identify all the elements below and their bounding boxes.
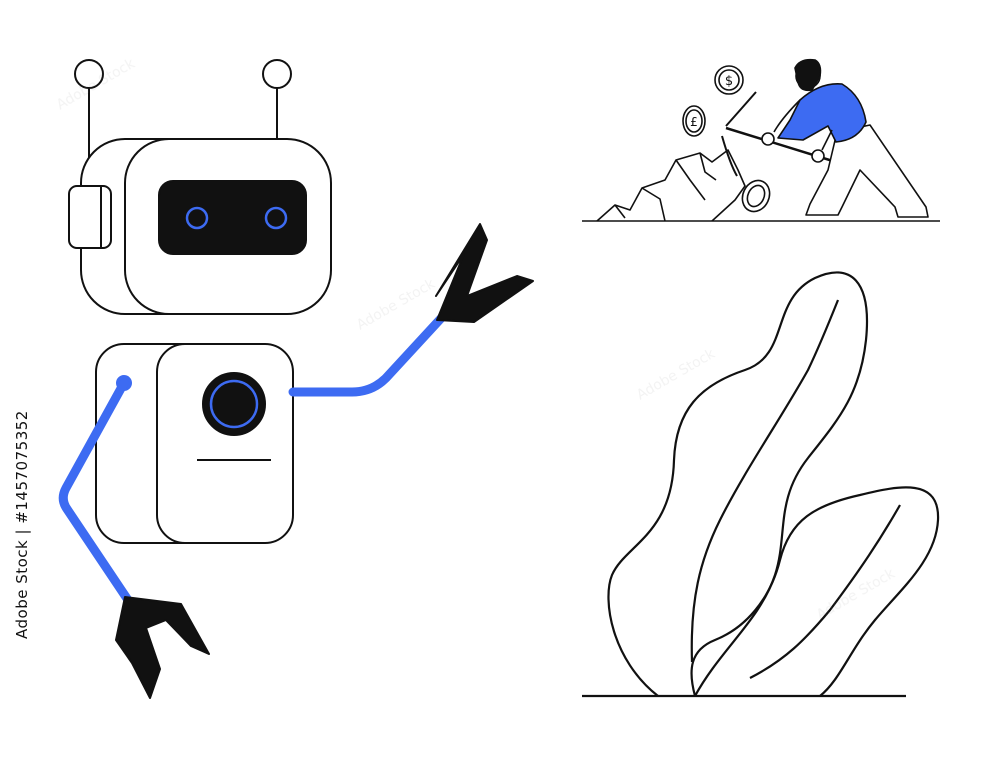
coin-icon-pound: £ [682,105,706,137]
leaf-plant-icon [582,271,940,698]
mining-scene: $ £ [582,58,940,222]
robot-arm-left [58,378,137,611]
stock-id-label: Adobe Stock | #1457075352 [13,410,31,639]
coin-icon-dollar: $ [714,65,744,95]
watermark-text: Adobe Stock [354,275,439,333]
coin-dollar-symbol: $ [725,74,733,89]
leaf-side-vein [749,504,901,679]
watermark-text: Adobe Stock [634,345,719,403]
leaf-side [690,486,940,697]
miner-icon [761,58,929,218]
rock-icon [596,149,746,222]
robot-arm-right [288,309,450,397]
robot-eye-left [185,206,209,230]
leaf-tall-vein [690,299,840,663]
robot-visor [158,180,307,255]
robot-body [95,343,294,544]
robot-eye-right [264,206,288,230]
robot-chest-light [202,372,266,436]
robot-claw-lower-icon [115,596,210,699]
leaf-tall [607,271,869,697]
robot-antenna-right [262,59,292,139]
coin-icon-falling [741,179,771,213]
coin-pound-symbol: £ [690,115,698,129]
robot-claw-upper-icon [435,223,534,323]
robot-icon [58,59,534,699]
